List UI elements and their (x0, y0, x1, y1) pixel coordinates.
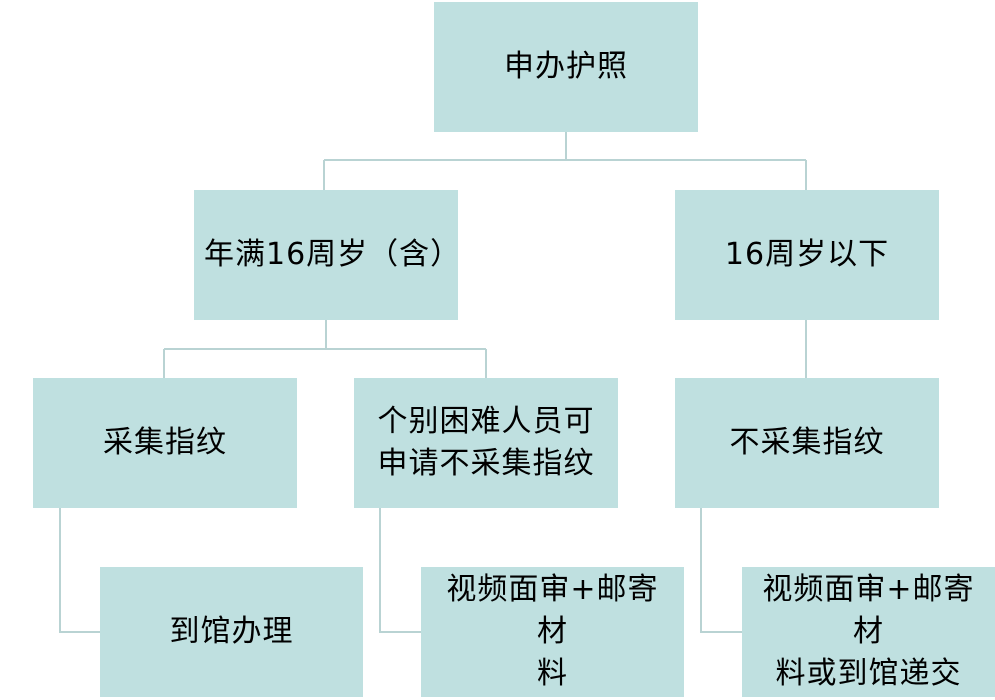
node-apply-passport: 申办护照 (434, 2, 698, 132)
node-label: 16周岁以下 (724, 237, 890, 272)
node-age-16-plus: 年满16周岁（含） (194, 190, 462, 320)
node-label: 到馆办理 (169, 614, 294, 649)
node-video-mail-or-visit: 视频面审+邮寄材 料或到馆递交 (742, 567, 995, 697)
node-under-16: 16周岁以下 (675, 190, 939, 320)
node-label: 年满16周岁（含） (204, 237, 462, 272)
conn-age-children (163, 320, 487, 378)
node-label: 申办护照 (504, 49, 628, 84)
conn-nofp-to-option (700, 508, 742, 633)
node-label-line-1: 视频面审+邮寄材 (762, 572, 975, 649)
conn-root-children (323, 132, 807, 190)
conn-collect-to-visit (59, 508, 100, 633)
node-label-line-1: 视频面审+邮寄材 (446, 572, 659, 649)
node-label: 不采集指纹 (729, 425, 885, 460)
node-label-line-2: 申请不采集指纹 (377, 446, 595, 481)
node-label-line-2: 料 (537, 656, 568, 691)
node-collect-fingerprint: 采集指纹 (33, 378, 297, 508)
node-exempt-request: 个别困难人员可 申请不采集指纹 (354, 378, 618, 508)
node-visit-in-person: 到馆办理 (100, 567, 363, 697)
node-label: 采集指纹 (103, 425, 227, 460)
node-label-line-1: 个别困难人员可 (377, 404, 595, 439)
node-video-mail: 视频面审+邮寄材 料 (421, 567, 684, 697)
node-label-line-2: 料或到馆递交 (775, 656, 962, 691)
node-no-fingerprint: 不采集指纹 (675, 378, 939, 508)
conn-exempt-to-video (379, 508, 421, 633)
